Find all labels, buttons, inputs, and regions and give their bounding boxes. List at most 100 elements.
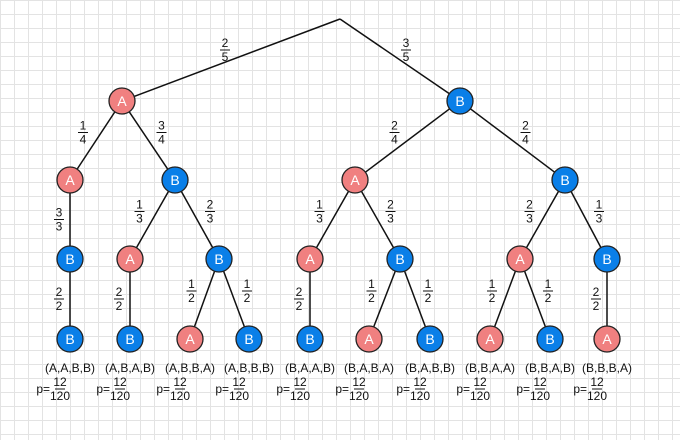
node-circle: [56, 325, 84, 353]
branch-probability: 12: [423, 277, 433, 305]
node-label: B: [602, 251, 611, 267]
node-circle: [355, 325, 383, 353]
fraction-numerator: 12: [113, 375, 127, 389]
branch-probability: 23: [385, 198, 396, 226]
probability-prefix: p=: [276, 382, 290, 396]
outcome-node-a: A: [176, 325, 204, 353]
node-circle: [56, 166, 84, 194]
fraction-denominator: 2: [244, 291, 251, 305]
node-circle: [116, 325, 144, 353]
node-label: A: [117, 93, 127, 109]
fraction-numerator: 12: [473, 375, 487, 389]
fraction-denominator: 2: [368, 291, 375, 305]
node-label: B: [65, 251, 74, 267]
fraction-numerator: 3: [158, 119, 165, 133]
node-label: A: [65, 172, 75, 188]
fraction-denominator: 4: [522, 133, 529, 147]
outcome-sequence: (A,B,A,B): [105, 361, 155, 375]
fraction-numerator: 2: [526, 198, 533, 212]
outcome-node-a: A: [108, 87, 136, 115]
probability-prefix: p=: [215, 382, 229, 396]
fraction-numerator: 3: [56, 206, 63, 220]
probability-prefix: p=: [456, 382, 470, 396]
node-circle: [235, 325, 263, 353]
edges: [69, 18, 608, 328]
outcome-sequence: (B,B,B,A): [582, 361, 632, 375]
fraction-denominator: 120: [50, 389, 70, 403]
node-circle: [116, 245, 144, 273]
branch-probability: 35: [401, 36, 411, 64]
outcome-node-a: A: [296, 245, 324, 273]
node-circle: [593, 325, 621, 353]
fraction-denominator: 120: [110, 389, 130, 403]
fraction-denominator: 4: [391, 133, 398, 147]
branch-probability: 12: [487, 277, 497, 305]
tree-edge: [360, 190, 395, 249]
fraction-denominator: 3: [387, 212, 394, 226]
fraction-numerator: 12: [232, 375, 246, 389]
node-label: B: [560, 172, 569, 188]
fraction-numerator: 2: [522, 119, 529, 133]
fraction-denominator: 4: [158, 133, 165, 147]
branch-probability: 13: [134, 198, 145, 226]
node-label: A: [485, 331, 495, 347]
node-label: B: [545, 331, 554, 347]
node-circle: [476, 325, 504, 353]
node-circle: [176, 325, 204, 353]
fraction-denominator: 2: [296, 299, 303, 313]
branch-probability: 13: [594, 198, 604, 226]
tree-edge: [133, 18, 341, 98]
fraction-numerator: 1: [80, 119, 87, 133]
branch-probability: 22: [591, 285, 601, 313]
branch-probability: 12: [366, 277, 377, 305]
outcome-node-a: A: [116, 245, 144, 273]
fraction-denominator: 2: [425, 291, 432, 305]
fraction-numerator: 12: [533, 375, 547, 389]
outcome-node-a: A: [56, 166, 84, 194]
fraction-numerator: 1: [244, 277, 251, 291]
probability-prefix: p=: [335, 382, 349, 396]
probability-prefix: p=: [96, 382, 110, 396]
node-circle: [296, 325, 324, 353]
tree-edge: [315, 190, 350, 249]
fraction-denominator: 120: [290, 389, 310, 403]
outcome-sequence: (B,A,A,B): [285, 361, 335, 375]
tree-edge: [76, 111, 116, 170]
node-label: B: [125, 331, 134, 347]
fraction-denominator: 120: [530, 389, 550, 403]
tree-edge: [135, 190, 170, 249]
outcome-node-b: B: [116, 325, 144, 353]
fraction-numerator: 2: [593, 285, 600, 299]
outcome-node-b: B: [205, 245, 233, 273]
fraction-numerator: 1: [188, 277, 195, 291]
outcome-node-b: B: [593, 245, 621, 273]
node-circle: [536, 325, 564, 353]
node-circle: [446, 87, 474, 115]
tree-edge: [570, 191, 602, 248]
outcome-node-b: B: [161, 166, 189, 194]
fraction-numerator: 12: [413, 375, 427, 389]
branch-probability: 24: [389, 119, 400, 147]
fraction-denominator: 2: [489, 291, 496, 305]
fraction-numerator: 2: [296, 285, 303, 299]
outcome-node-b: B: [551, 166, 579, 194]
outcome-node-b: B: [56, 325, 84, 353]
fraction-numerator: 12: [53, 375, 67, 389]
branch-probability: 13: [314, 198, 325, 226]
fraction-denominator: 3: [136, 212, 143, 226]
fraction-denominator: 2: [116, 299, 123, 313]
node-label: A: [602, 331, 612, 347]
